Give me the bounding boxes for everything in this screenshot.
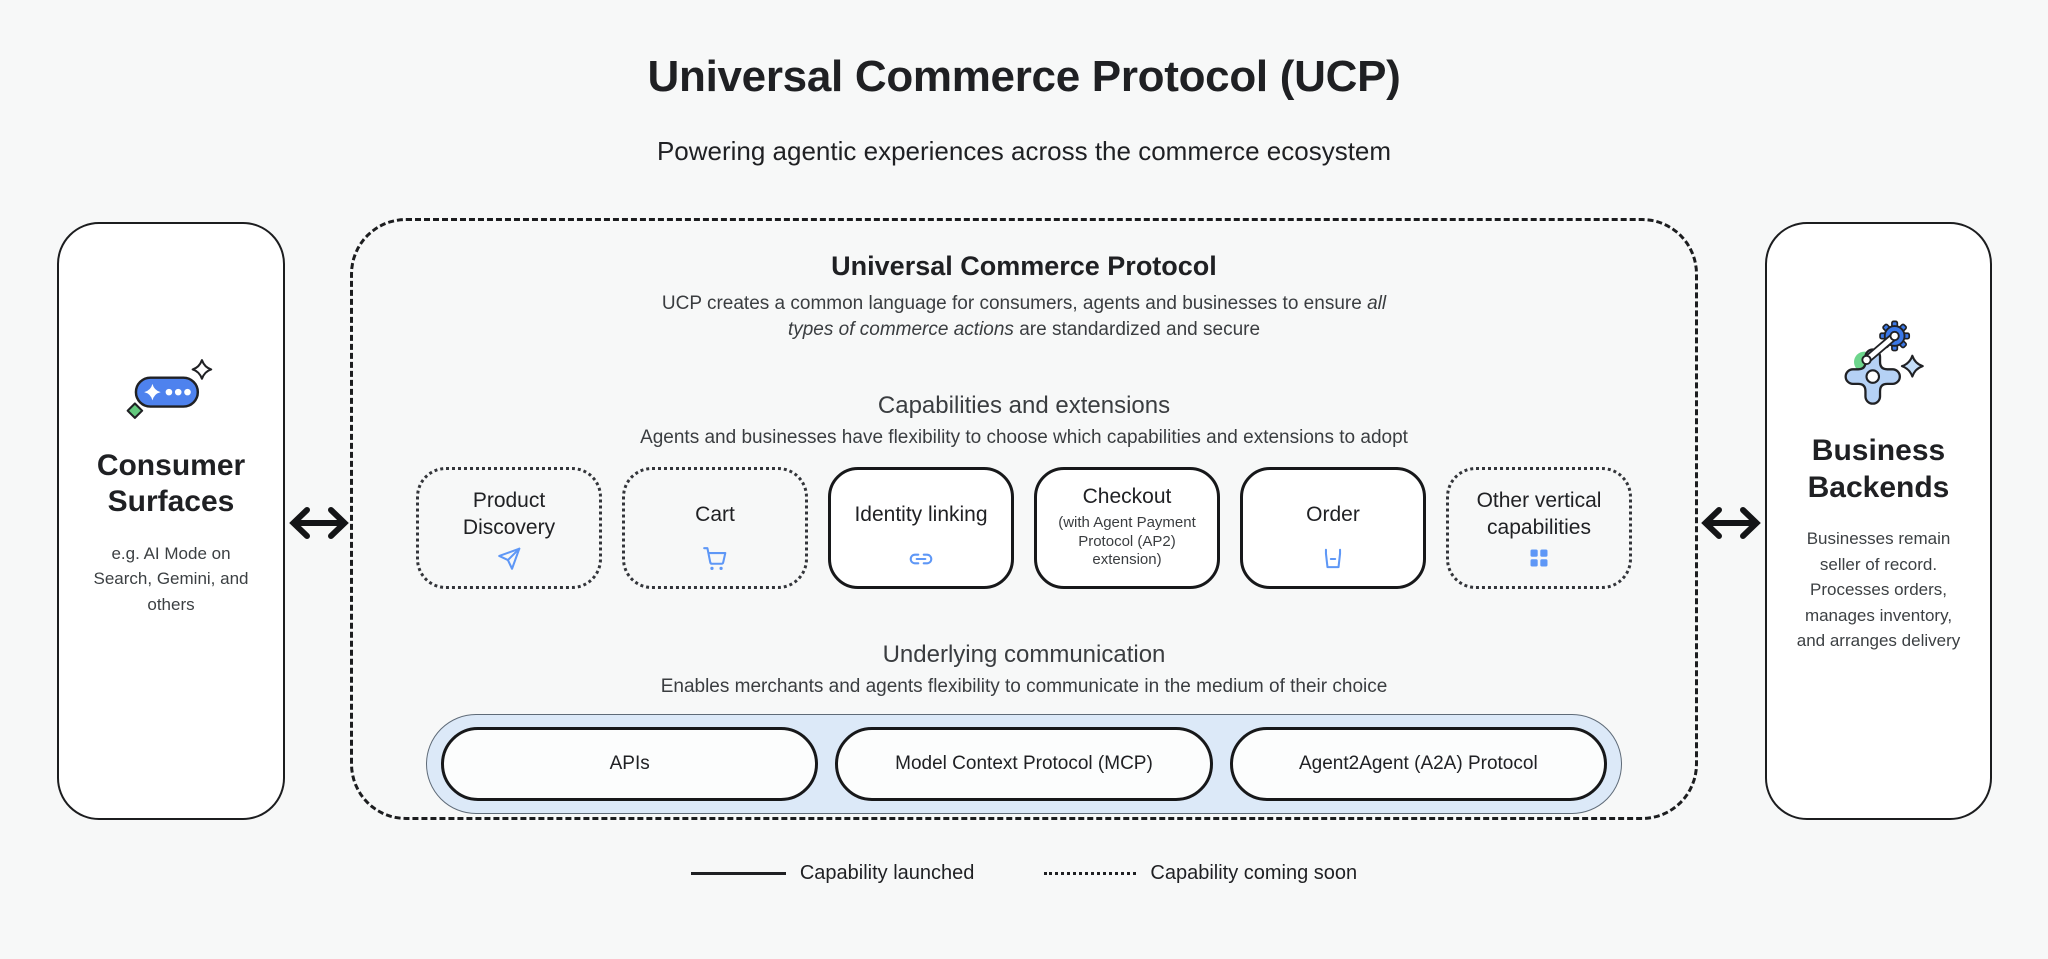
card-cart: Cart (622, 467, 808, 590)
consumer-surfaces-subtitle: e.g. AI Mode on Search, Gemini, and othe… (93, 543, 249, 614)
card-product-discovery-text: Product Discovery (424, 470, 594, 586)
business-backends-box: Business Backends Businesses remain sell… (1765, 222, 1992, 820)
cart-icon (702, 546, 728, 572)
ucp-protocol-box: Universal Commerce Protocol UCP creates … (350, 218, 1698, 820)
pill-mcp: Model Context Protocol (MCP) (835, 727, 1213, 802)
communication-subheading: Enables merchants and agents flexibility… (660, 676, 1388, 698)
capabilities-heading: Capabilities and extensions (877, 392, 1171, 420)
card-identity-linking-text: Identity linking (844, 470, 997, 586)
business-backends-title: Business Backends (1807, 434, 1950, 504)
card-title: Order (1306, 502, 1360, 526)
capabilities-subheading: Agents and businesses have flexibility t… (640, 427, 1408, 449)
ucp-description-post: are standardized and secure (1013, 318, 1261, 340)
page-title: Universal Commerce Protocol (UCP) (647, 52, 1401, 101)
card-title: Other vertical capabilities (1476, 488, 1602, 540)
card-title: Product Discovery (462, 488, 556, 540)
send-icon (496, 546, 522, 572)
legend-item-coming-soon: Capability coming soon (1044, 862, 1357, 885)
card-order-text: Order (1296, 470, 1370, 586)
card-checkout-text: Checkout (with Agent Payment Protocol (A… (1037, 470, 1217, 586)
ucp-title: Universal Commerce Protocol (831, 251, 1217, 281)
page-subtitle: Powering agentic experiences across the … (656, 136, 1392, 166)
ai-chat-pill-icon (121, 355, 221, 426)
legend-launched-label: Capability launched (799, 862, 975, 884)
pill-apis: APIs (441, 727, 819, 802)
card-other-vertical-text: Other vertical capabilities (1454, 470, 1624, 586)
card-cart-text: Cart (685, 470, 745, 586)
card-checkout: Checkout (with Agent Payment Protocol (A… (1034, 467, 1220, 590)
communication-container: APIs Model Context Protocol (MCP) Agent2… (426, 714, 1622, 815)
solid-line-swatch (690, 872, 786, 875)
legend-item-launched: Capability launched (690, 862, 975, 885)
pill-a2a: Agent2Agent (A2A) Protocol (1229, 727, 1607, 802)
card-product-discovery: Product Discovery (416, 467, 602, 590)
card-title: Cart (695, 502, 735, 526)
consumer-surfaces-title: Consumer Surfaces (96, 448, 246, 519)
dotted-line-swatch (1044, 872, 1137, 875)
grid-icon (1526, 546, 1552, 572)
capability-cards-row: Product Discovery Cart (416, 467, 1632, 590)
card-identity-linking: Identity linking (828, 467, 1014, 590)
business-backends-subtitle: Businesses remain seller of record. Proc… (1796, 529, 1961, 651)
ucp-description-pre: UCP creates a common language for consum… (661, 293, 1368, 314)
link-icon (908, 546, 934, 572)
card-title: Checkout (1082, 484, 1172, 508)
gears-automation-icon (1829, 318, 1929, 411)
ucp-description: UCP creates a common language for consum… (654, 291, 1394, 342)
double-arrow-icon (1699, 497, 1763, 554)
card-subtitle: (with Agent Payment Protocol (AP2) exten… (1058, 513, 1196, 569)
card-order: Order (1240, 467, 1426, 590)
legend: Capability launched Capability coming so… (0, 862, 2048, 885)
card-other-vertical-capabilities: Other vertical capabilities (1446, 467, 1632, 590)
legend-coming-soon-label: Capability coming soon (1150, 862, 1358, 884)
double-arrow-icon (287, 497, 351, 554)
consumer-surfaces-box: Consumer Surfaces e.g. AI Mode on Search… (57, 222, 285, 820)
ucp-description-italic: all types of commerce actions (787, 293, 1387, 340)
card-title: Identity linking (854, 502, 988, 526)
order-icon (1320, 546, 1346, 572)
communication-heading: Underlying communication (882, 641, 1166, 669)
